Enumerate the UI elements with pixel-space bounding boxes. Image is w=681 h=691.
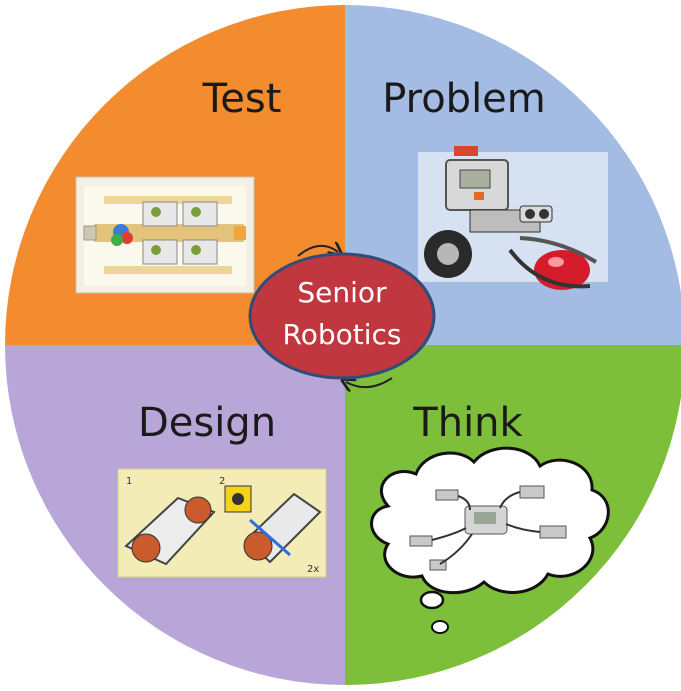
center-hub <box>248 252 436 380</box>
label-test: Test <box>202 76 282 122</box>
thought-cloud-icon <box>370 446 610 634</box>
robot-icon <box>418 146 608 290</box>
cycle-arrow-bottom <box>346 377 393 387</box>
label-problem: Problem <box>382 76 546 122</box>
design-step-2x: 2x <box>307 564 319 575</box>
center-label-line1: Senior <box>297 276 387 309</box>
design-step-1: 1 <box>126 476 132 487</box>
center-label-line2: Robotics <box>283 318 402 351</box>
label-design: Design <box>138 400 276 446</box>
label-think: Think <box>412 400 523 446</box>
cycle-arrow-top <box>297 246 338 256</box>
design-step-2: 2 <box>219 476 225 487</box>
build-instructions-icon: 1 2 2x <box>117 468 327 578</box>
program-blocks-icon <box>75 176 255 294</box>
